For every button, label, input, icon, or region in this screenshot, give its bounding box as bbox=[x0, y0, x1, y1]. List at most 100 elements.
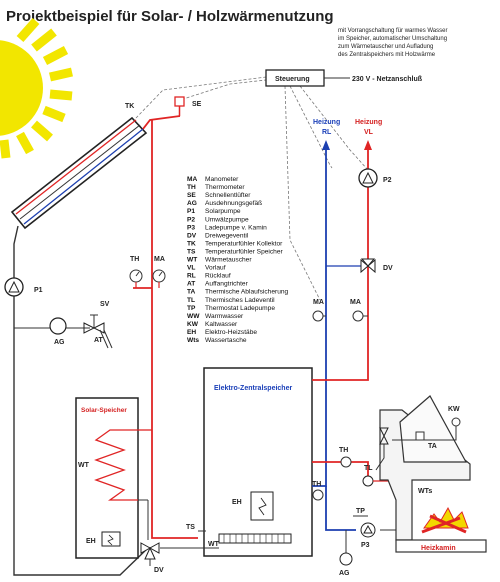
legend-abbr: TS bbox=[187, 248, 196, 255]
heating-rl-line2: RL bbox=[322, 129, 332, 136]
ma-label-solar: MA bbox=[154, 256, 165, 263]
stove-supply-pipe bbox=[312, 461, 369, 476]
dv-label-bottom: DV bbox=[154, 567, 164, 574]
ma-label-rl: MA bbox=[313, 299, 324, 306]
legend-desc: Temperaturfühler Speicher bbox=[205, 248, 284, 255]
legend-desc: Kaltwasser bbox=[205, 321, 238, 328]
legend-desc: Solarpumpe bbox=[205, 208, 241, 215]
solar-supply-pipe bbox=[142, 115, 181, 130]
legend-abbr: SE bbox=[187, 192, 196, 199]
legend-abbr: TK bbox=[187, 240, 196, 247]
ma-label-vl: MA bbox=[350, 299, 361, 306]
legend-desc: Thermische Ablaufsicherung bbox=[205, 289, 289, 296]
cold-water-inlet-icon bbox=[451, 417, 461, 427]
legend-abbr: TP bbox=[187, 305, 196, 312]
legend-desc: Wassertasche bbox=[205, 337, 247, 344]
power-label: 230 V - Netzanschluß bbox=[352, 76, 423, 83]
note-text: mit Vorrangschaltung für warmes Wasser i… bbox=[338, 28, 447, 58]
legend-abbr: WW bbox=[187, 313, 200, 320]
mixing-valve-icon bbox=[360, 258, 376, 274]
note-line-4: des Zentralspeichers mit Holzwärme bbox=[338, 52, 436, 58]
solar-heater-box bbox=[101, 531, 121, 547]
stove-return-pipe bbox=[325, 486, 356, 531]
wt-label-central: WT bbox=[208, 541, 220, 548]
se-label: SE bbox=[192, 101, 202, 108]
th-label-solar: TH bbox=[130, 256, 139, 263]
legend-abbr: Wts bbox=[187, 337, 199, 344]
dv-label-right: DV bbox=[383, 265, 393, 272]
legend-desc: Warmwasser bbox=[205, 313, 244, 320]
legend-desc: Thermometer bbox=[205, 184, 245, 191]
note-line-2: im Speicher, automatischer Umschaltung bbox=[338, 36, 447, 42]
tp-label: TP bbox=[356, 508, 365, 515]
central-tank bbox=[203, 367, 313, 557]
legend-abbr: VL bbox=[187, 265, 195, 272]
eh-label-central: EH bbox=[232, 499, 242, 506]
solar-collector bbox=[10, 116, 148, 230]
thermometer-icon-return bbox=[312, 489, 324, 501]
legend-abbr: P1 bbox=[187, 208, 195, 215]
sun-icon bbox=[0, 18, 73, 159]
legend-desc: Auffangtrichter bbox=[205, 281, 249, 288]
drain-funnel-icon bbox=[99, 329, 113, 349]
legend-abbr: AT bbox=[187, 281, 195, 288]
legend-desc: Schnellentlüfter bbox=[205, 192, 251, 199]
heating-supply-pipe bbox=[312, 148, 369, 381]
manometer-icon-rl bbox=[312, 310, 324, 322]
wts-label: WTs bbox=[418, 488, 432, 495]
legend-abbr: P2 bbox=[187, 216, 195, 223]
kw-label: KW bbox=[448, 406, 460, 413]
legend-abbr: P3 bbox=[187, 224, 195, 231]
legend-desc: Ausdehnungsgefäß bbox=[205, 200, 262, 207]
th-label-return: TH bbox=[312, 481, 321, 488]
solar-return-pipe bbox=[13, 225, 149, 576]
charge-valve-icon bbox=[362, 475, 374, 487]
solar-tank bbox=[75, 397, 139, 559]
solar-tank-label: Solar-Speicher bbox=[81, 407, 127, 414]
heating-vl-line1: Heizung bbox=[355, 119, 382, 126]
legend-desc: Thermostat Ladepumpe bbox=[205, 305, 275, 312]
central-heater-box bbox=[250, 491, 274, 521]
th-label-stove: TH bbox=[339, 447, 348, 454]
legend-abbr: KW bbox=[187, 321, 199, 328]
control-lines bbox=[135, 76, 369, 301]
legend-abbr: WT bbox=[187, 257, 197, 264]
three-way-valve-icon bbox=[140, 542, 160, 560]
legend-abbr: TH bbox=[187, 184, 196, 191]
p2-label: P2 bbox=[383, 177, 392, 184]
heating-rl-line1: Heizung bbox=[313, 119, 340, 126]
expansion-vessel-icon-stove bbox=[339, 552, 353, 566]
note-line-1: mit Vorrangschaltung für warmes Wasser bbox=[338, 28, 447, 34]
stove bbox=[379, 395, 487, 553]
circulation-pump-icon bbox=[358, 168, 378, 188]
tl-label: TL bbox=[364, 465, 373, 472]
central-heat-exchanger bbox=[218, 533, 292, 544]
legend-abbr: MA bbox=[187, 176, 197, 183]
legend-desc: Ladepumpe v. Kamin bbox=[205, 224, 267, 231]
p1-label: P1 bbox=[34, 287, 43, 294]
sv-label: SV bbox=[100, 301, 110, 308]
stove-label: Heizkamin bbox=[421, 545, 456, 552]
legend-desc: Rücklauf bbox=[205, 273, 231, 280]
legend-desc: Dreiwegeventil bbox=[205, 232, 249, 239]
solar-heat-exchanger bbox=[94, 429, 138, 501]
manometer-icon-vl bbox=[352, 310, 364, 322]
note-line-3: zum Wärmetauscher und Aufladung bbox=[338, 44, 433, 50]
legend-abbr: DV bbox=[187, 232, 197, 239]
expansion-vessel-icon bbox=[49, 317, 67, 335]
legend-abbr: AG bbox=[187, 200, 197, 207]
legend-desc: Elektro-Heizstäbe bbox=[205, 329, 257, 336]
control-label: Steuerung bbox=[275, 76, 310, 83]
p3-label: P3 bbox=[361, 542, 370, 549]
wt-label-solar: WT bbox=[78, 462, 90, 469]
legend-desc: Temperaturfühler Kollektor bbox=[205, 240, 283, 247]
ts-label: TS bbox=[186, 524, 195, 531]
legend-abbr: RL bbox=[187, 273, 196, 280]
legend-desc: Manometer bbox=[205, 176, 239, 183]
at-label: AT bbox=[94, 337, 104, 344]
thermometer-icon-stove bbox=[340, 456, 352, 468]
fire-icon bbox=[421, 506, 469, 534]
